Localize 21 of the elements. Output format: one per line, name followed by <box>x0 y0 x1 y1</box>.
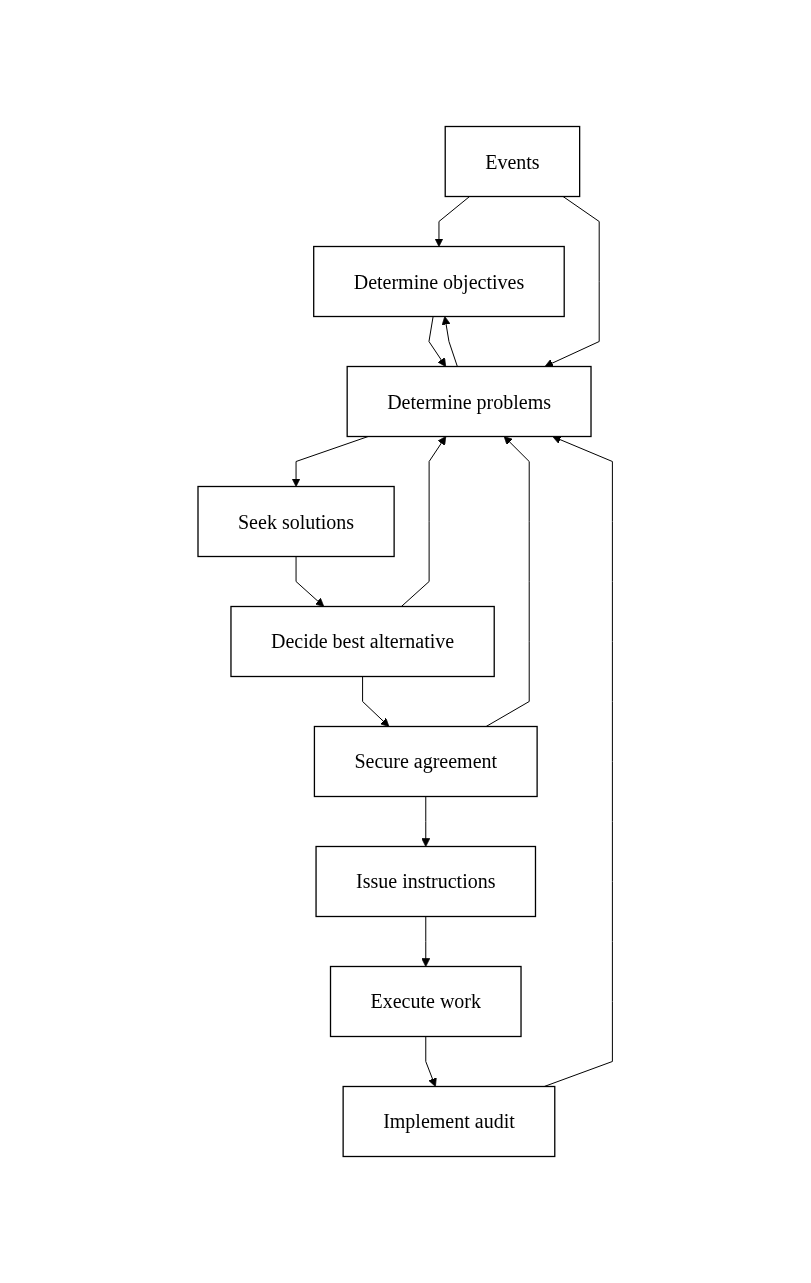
node-box: Events <box>444 125 581 198</box>
arrow <box>485 436 530 727</box>
arrow <box>421 916 431 967</box>
arrow <box>544 196 600 368</box>
node-box: Secure agreement <box>314 725 539 798</box>
node-box: Determine objectives <box>313 245 566 318</box>
node-box: Issue instructions <box>315 845 537 918</box>
arrow <box>425 1036 437 1087</box>
arrow <box>544 435 614 1087</box>
arrow <box>295 556 325 607</box>
node-box: Execute work <box>330 965 522 1038</box>
arrow <box>401 436 447 607</box>
node-box: Determine problems <box>346 365 592 438</box>
arrow <box>442 316 459 367</box>
node-box: Seek solutions <box>197 485 396 558</box>
node-box: Decide best alternative <box>230 605 496 678</box>
arrow <box>428 316 447 367</box>
arrow <box>421 796 431 847</box>
arrow <box>362 676 390 727</box>
node-box: Implement audit <box>342 1085 556 1158</box>
arrow <box>434 196 471 247</box>
